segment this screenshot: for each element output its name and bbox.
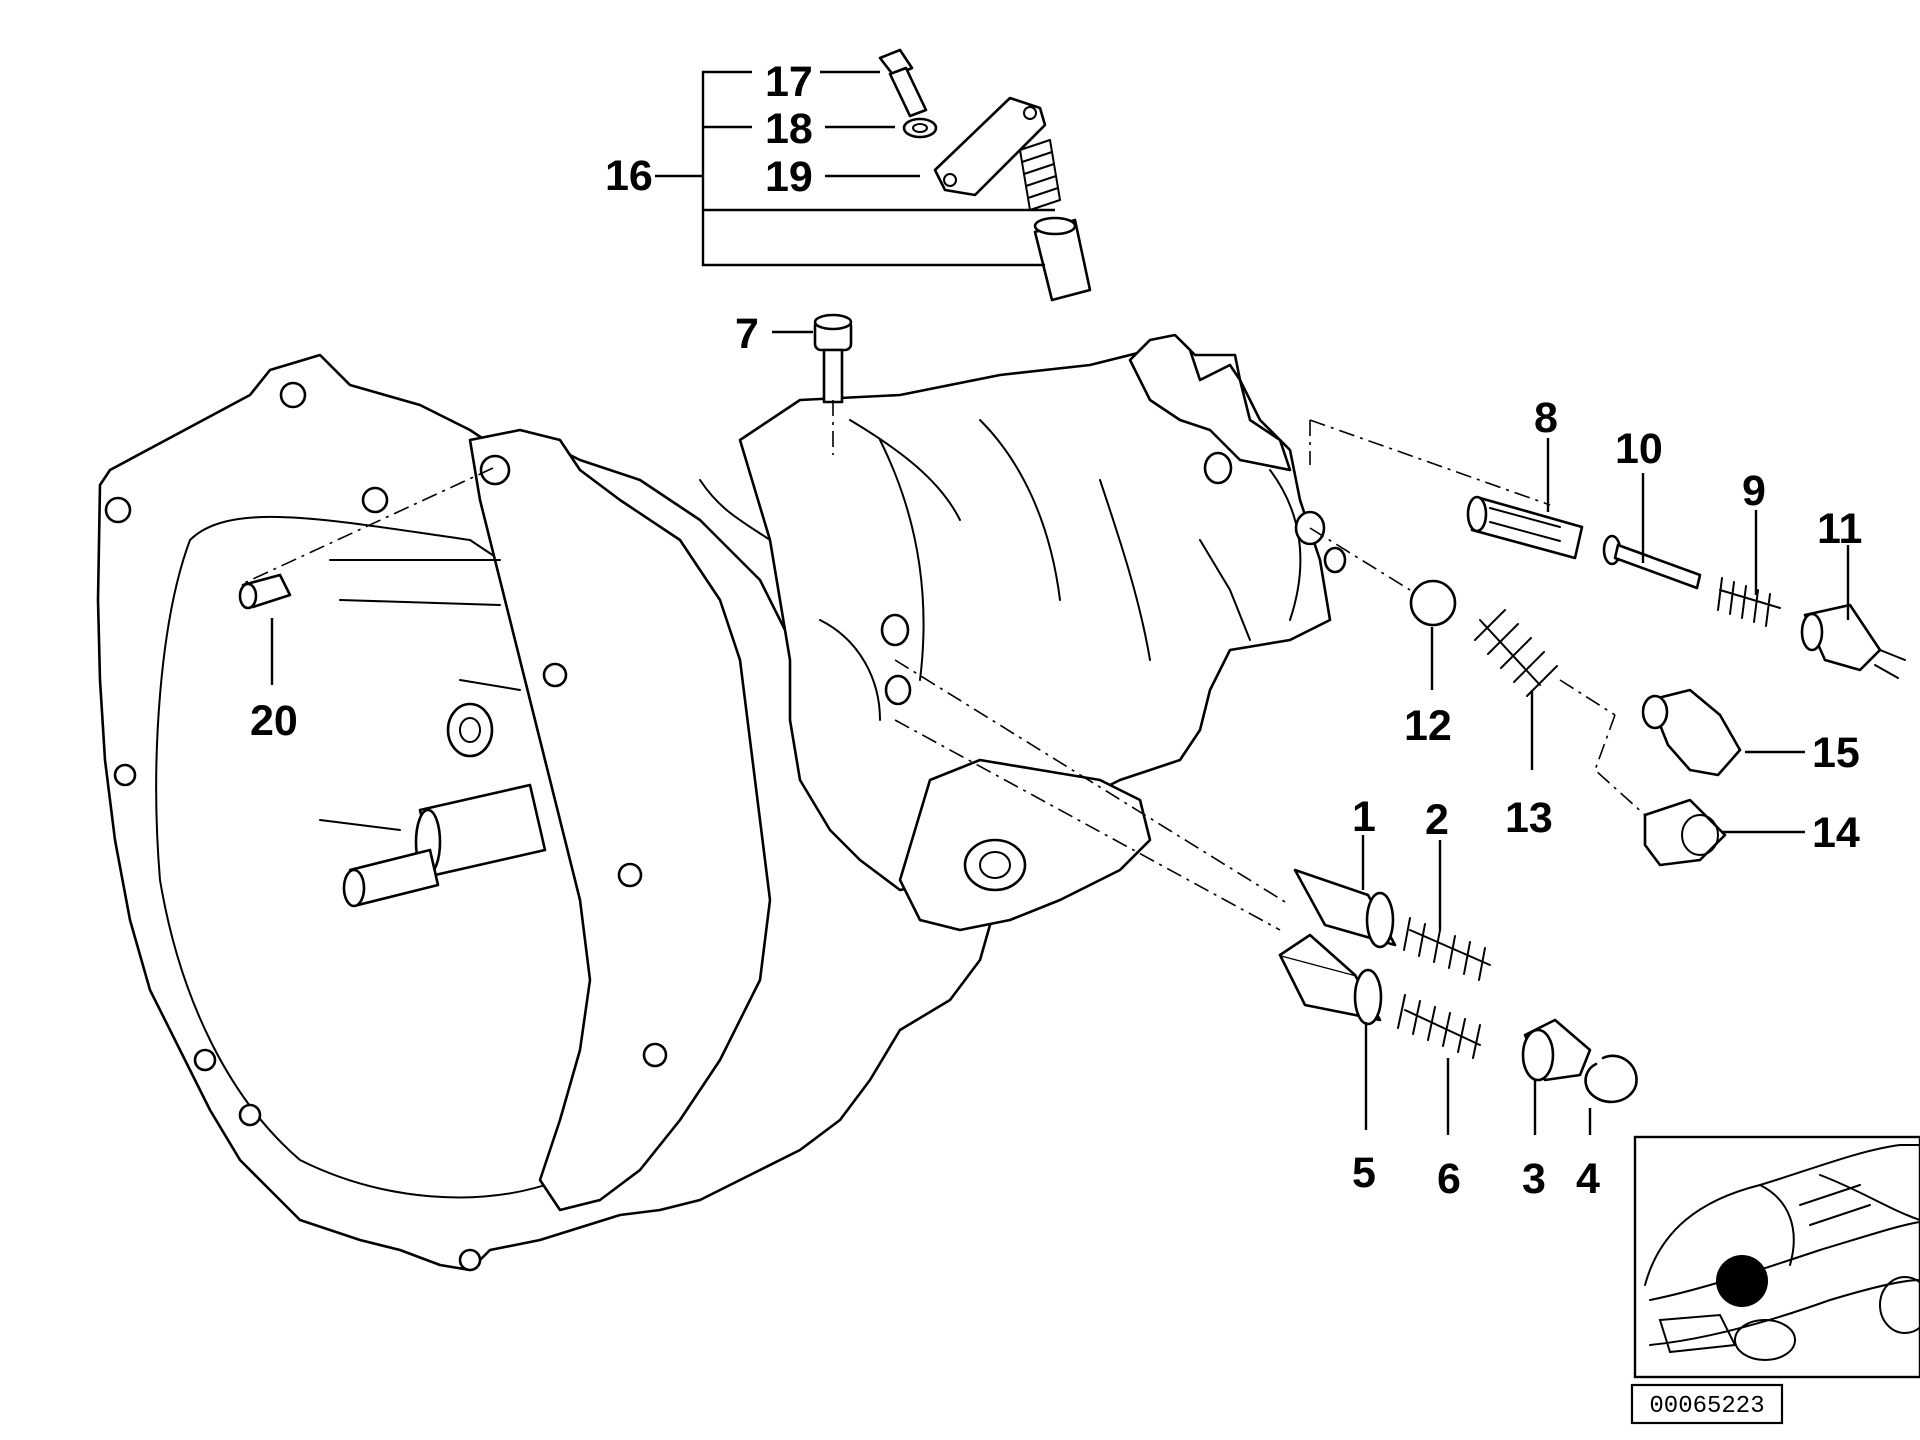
callout-20: 20 bbox=[250, 697, 298, 745]
part-15-plug bbox=[1641, 688, 1742, 777]
bell-housing-front bbox=[468, 428, 772, 1212]
callout-14: 14 bbox=[1812, 809, 1860, 857]
callout-10: 10 bbox=[1615, 425, 1663, 473]
part-16-spring bbox=[1019, 139, 1061, 211]
part-8-sleeve bbox=[1466, 495, 1584, 560]
lower-mount-boss bbox=[963, 838, 1027, 892]
part-3-cap bbox=[1521, 1018, 1592, 1082]
part-13-spring bbox=[1474, 609, 1558, 697]
gearbox-rear-bracket bbox=[1128, 333, 1292, 472]
callout-11: 11 bbox=[1817, 505, 1862, 553]
vehicle-locator-inset bbox=[1633, 1135, 1920, 1379]
part-14-cap bbox=[1643, 798, 1727, 867]
part-20-dowel-pin bbox=[238, 573, 292, 610]
reference-code-box: 00065223 bbox=[1630, 1383, 1784, 1425]
part-1-sleeve bbox=[1293, 868, 1397, 949]
input-shaft bbox=[342, 783, 547, 908]
flange-bolt-holes bbox=[104, 381, 668, 1272]
callout-6: 6 bbox=[1437, 1155, 1461, 1203]
callout-19: 19 bbox=[765, 153, 813, 201]
callout-15: 15 bbox=[1812, 729, 1860, 777]
locator-dot bbox=[1716, 1255, 1768, 1307]
transmission-housing bbox=[96, 333, 1347, 1272]
callout-17: 17 bbox=[765, 58, 813, 106]
leader-lines bbox=[270, 70, 1850, 1135]
gearbox-lower-lobe bbox=[898, 758, 1152, 932]
assembly-center-lines bbox=[239, 400, 1646, 931]
callout-16: 16 bbox=[605, 152, 653, 200]
part-18-washer bbox=[902, 117, 938, 139]
part-7-bolt bbox=[813, 313, 853, 404]
car-silhouette bbox=[1644, 1144, 1920, 1361]
part-12-ball bbox=[1409, 579, 1457, 627]
callout-12: 12 bbox=[1404, 702, 1452, 750]
housing-boss-left bbox=[446, 702, 494, 758]
part-9-spring bbox=[1717, 577, 1781, 627]
part-6-spring bbox=[1397, 994, 1481, 1059]
callout-13: 13 bbox=[1505, 794, 1553, 842]
callout-numbers: 17 18 16 19 7 20 8 10 9 11 12 13 15 14 1… bbox=[250, 58, 1862, 1203]
part-4-circlip bbox=[1584, 1054, 1638, 1104]
callout-5: 5 bbox=[1352, 1149, 1376, 1197]
part-16-plunger bbox=[1033, 216, 1092, 302]
callout-2: 2 bbox=[1425, 796, 1449, 844]
callout-9: 9 bbox=[1742, 467, 1766, 515]
callout-1: 1 bbox=[1352, 793, 1376, 841]
callout-7: 7 bbox=[735, 310, 759, 358]
reference-code: 00065223 bbox=[1649, 1393, 1764, 1420]
part-10-pin bbox=[1602, 534, 1702, 590]
callout-3: 3 bbox=[1522, 1155, 1546, 1203]
part-5-sleeve bbox=[1278, 933, 1383, 1026]
callout-18: 18 bbox=[765, 105, 813, 153]
callout-4: 4 bbox=[1576, 1155, 1600, 1203]
callout-8: 8 bbox=[1534, 394, 1558, 442]
part-19-cover-plate bbox=[933, 96, 1047, 197]
part-11-switch bbox=[1800, 603, 1906, 679]
part-2-spring bbox=[1403, 917, 1491, 981]
part-17-bolt bbox=[878, 48, 928, 118]
